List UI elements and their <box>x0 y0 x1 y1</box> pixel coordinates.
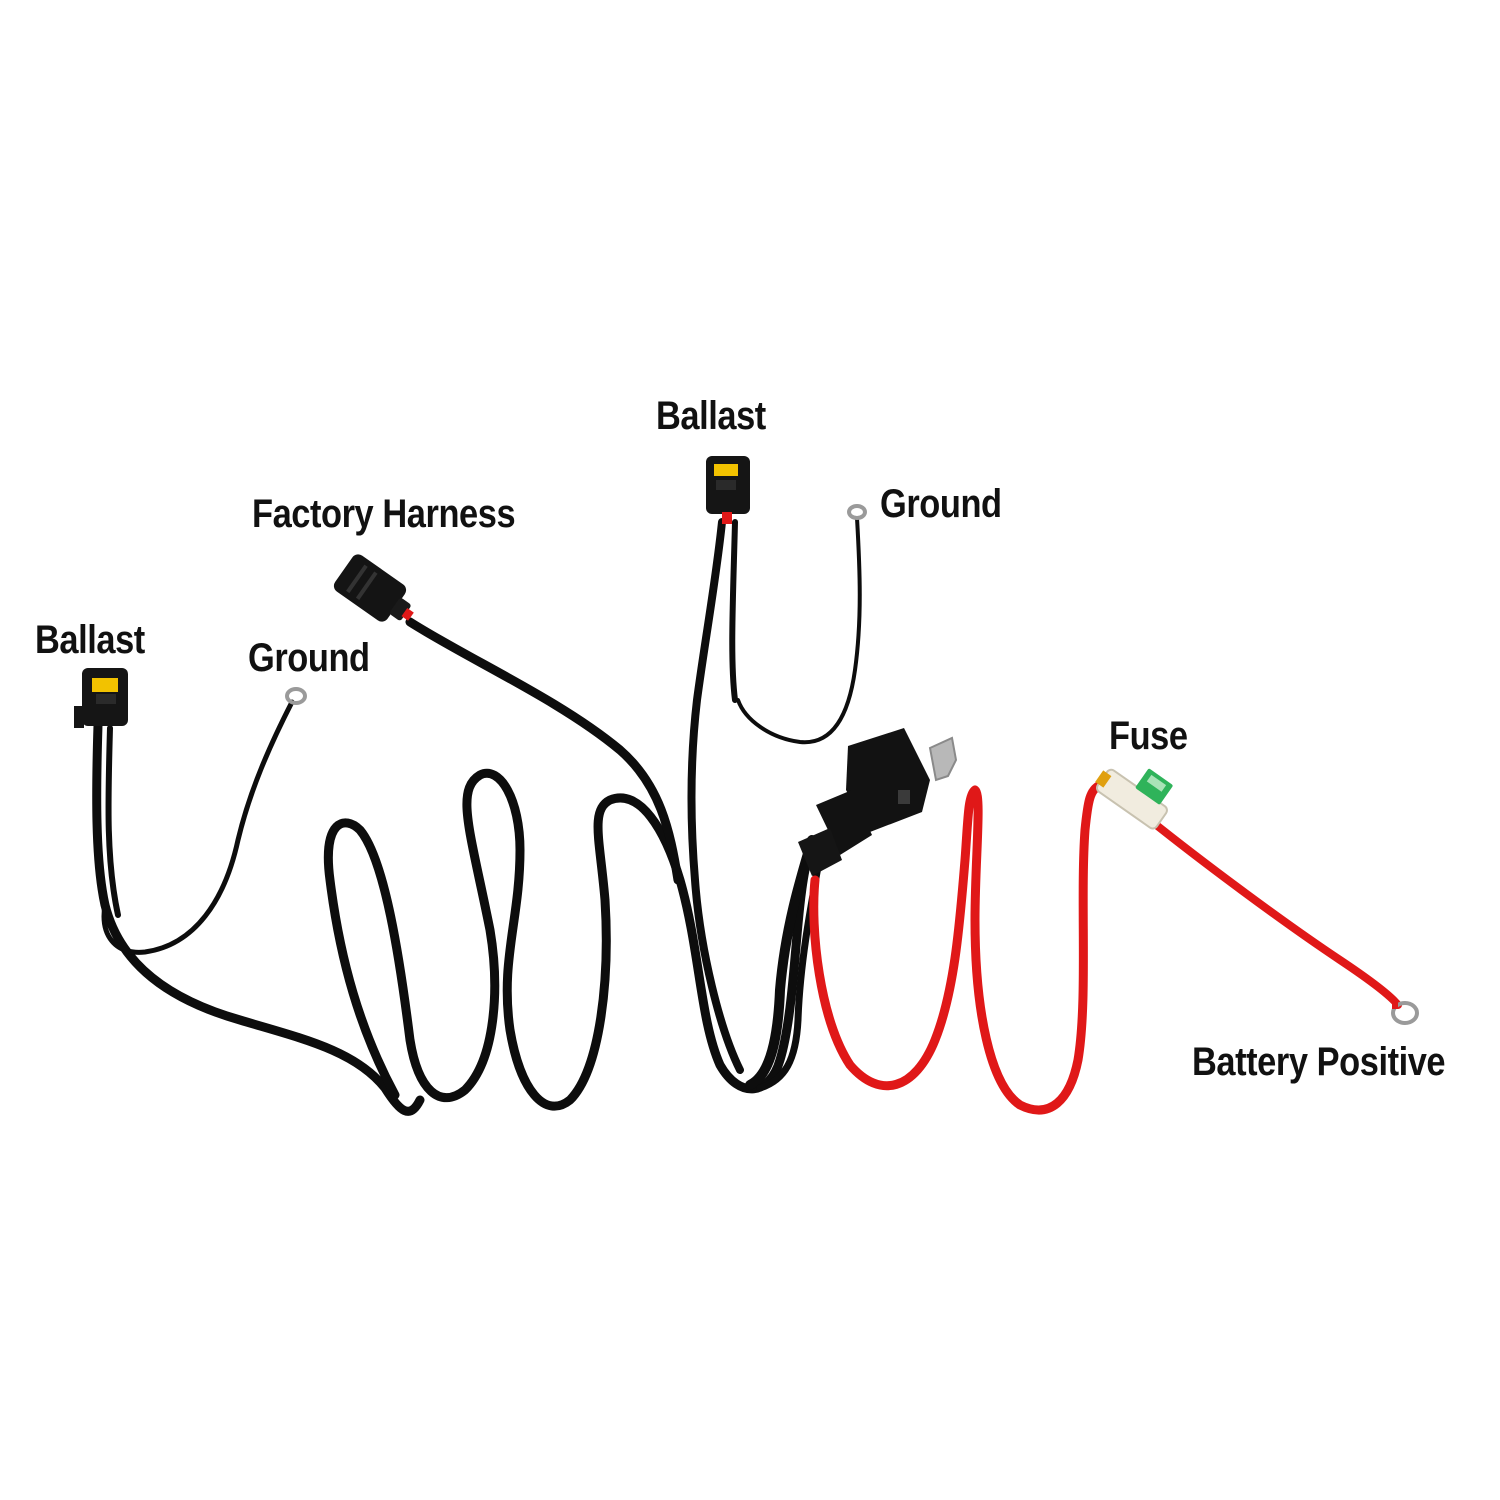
label-ground-right: Ground <box>880 482 1002 526</box>
relay-bundle-wire <box>745 835 817 1090</box>
factory-harness-wire <box>405 617 683 885</box>
label-ballast-left: Ballast <box>35 618 145 662</box>
top-ballast-wire <box>687 518 744 1074</box>
label-ground-left: Ground <box>248 636 370 680</box>
left-ballast-wire <box>92 720 425 1116</box>
left-ballast-connector <box>74 668 128 728</box>
label-fuse: Fuse <box>1109 714 1188 758</box>
top-ballast-connector <box>706 456 750 524</box>
black-loop-wire <box>323 768 810 1111</box>
left-ground-ring-terminal <box>285 687 307 705</box>
red-power-wire <box>809 780 1105 1115</box>
left-ballast-wire-b <box>105 725 121 918</box>
right-ground-ring-terminal <box>847 504 867 520</box>
label-ballast-top: Ballast <box>656 394 766 438</box>
left-ground-wire <box>101 699 295 955</box>
relay-box <box>798 728 958 876</box>
top-ballast-wire-b <box>729 519 738 703</box>
factory-harness-connector <box>333 554 414 622</box>
label-factory-harness: Factory Harness <box>252 492 516 536</box>
fuse-holder <box>1095 768 1173 830</box>
battery-positive-wire <box>1146 816 1402 1009</box>
right-ground-wire <box>736 516 862 745</box>
label-battery-positive: Battery Positive <box>1192 1040 1446 1084</box>
battery-ring-terminal <box>1391 1001 1419 1025</box>
